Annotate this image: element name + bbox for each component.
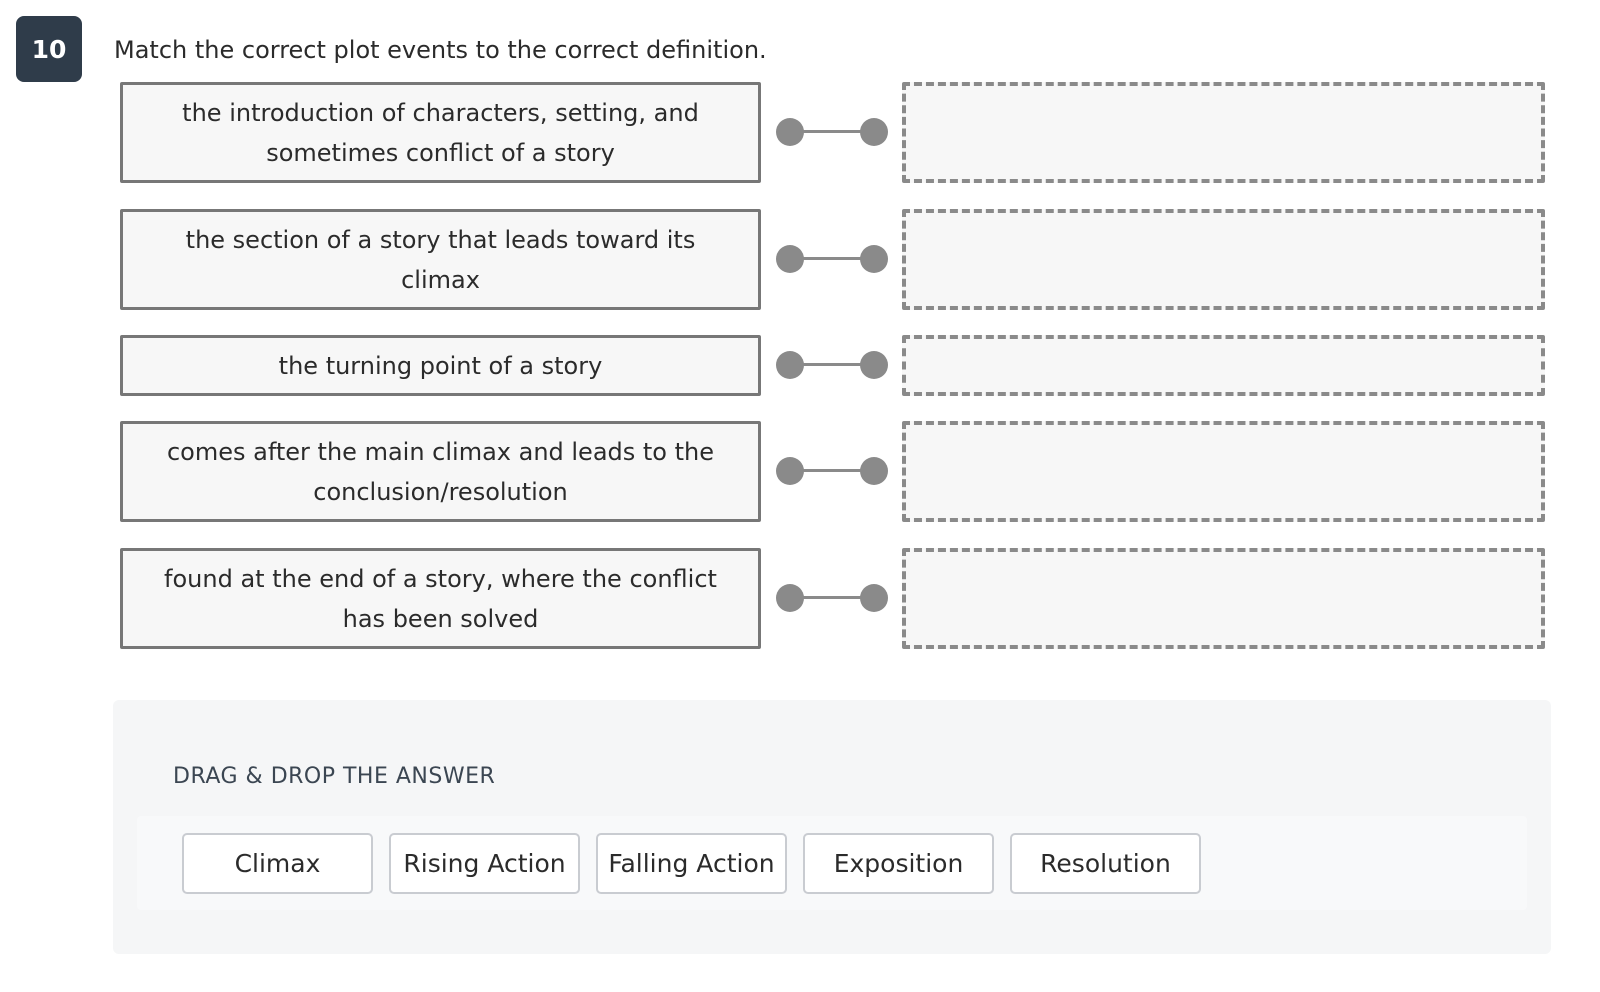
drop-zone-2[interactable] [902,209,1545,310]
connector-1 [776,118,888,146]
question-number-badge: 10 [16,16,82,82]
connector-line [790,130,874,133]
answer-chip-climax[interactable]: Climax [182,833,373,894]
connector-dot-right [860,457,888,485]
connector-dot-right [860,118,888,146]
drop-zone-3[interactable] [902,335,1545,396]
match-row-1: the introduction of characters, setting,… [120,82,1545,183]
connector-3 [776,351,888,379]
answer-bank-label: DRAG & DROP THE ANSWER [173,764,496,789]
connector-4 [776,457,888,485]
drop-zone-1[interactable] [902,82,1545,183]
match-row-3: the turning point of a story [120,335,1545,396]
answer-bank-tray: Climax Rising Action Falling Action Expo… [137,816,1527,910]
connector-dot-right [860,245,888,273]
question-prompt: Match the correct plot events to the cor… [114,36,767,64]
connector-line [790,469,874,472]
match-row-5: found at the end of a story, where the c… [120,548,1545,649]
answer-chip-rising-action[interactable]: Rising Action [389,833,580,894]
connector-dot-left [776,584,804,612]
match-row-2: the section of a story that leads toward… [120,209,1545,310]
definition-box-1: the introduction of characters, setting,… [120,82,761,183]
connector-2 [776,245,888,273]
answer-chip-exposition[interactable]: Exposition [803,833,994,894]
connector-dot-left [776,351,804,379]
definition-box-2: the section of a story that leads toward… [120,209,761,310]
drop-zone-5[interactable] [902,548,1545,649]
answer-chip-resolution[interactable]: Resolution [1010,833,1201,894]
answer-chip-falling-action[interactable]: Falling Action [596,833,787,894]
connector-line [790,257,874,260]
connector-line [790,596,874,599]
definition-box-3: the turning point of a story [120,335,761,396]
definition-box-5: found at the end of a story, where the c… [120,548,761,649]
connector-line [790,363,874,366]
connector-dot-left [776,245,804,273]
connector-dot-left [776,118,804,146]
connector-dot-left [776,457,804,485]
drop-zone-4[interactable] [902,421,1545,522]
connector-5 [776,584,888,612]
definition-box-4: comes after the main climax and leads to… [120,421,761,522]
match-row-4: comes after the main climax and leads to… [120,421,1545,522]
connector-dot-right [860,351,888,379]
connector-dot-right [860,584,888,612]
answer-bank: DRAG & DROP THE ANSWER Climax Rising Act… [113,700,1551,954]
